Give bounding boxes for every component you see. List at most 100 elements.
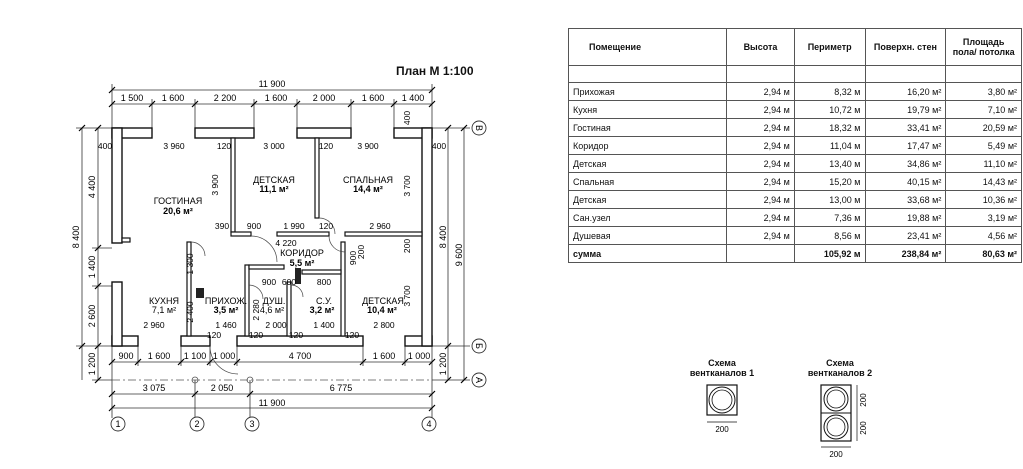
top-segment: 1 600 bbox=[162, 93, 185, 103]
vent-scheme-1-title: Схема вентканалов 1 bbox=[689, 358, 755, 378]
cell-wall-surface: 17,47 м² bbox=[864, 136, 947, 155]
cell-wall-surface: 23,41 м² bbox=[864, 226, 947, 245]
cell-wall-surface: 19,79 м² bbox=[864, 100, 947, 119]
top-segment-labels: 1 500 1 600 2 200 1 600 2 000 1 600 1 40… bbox=[121, 93, 425, 103]
axis-letter: А bbox=[474, 377, 484, 383]
cell-sum-perimeter: 105,92 м bbox=[793, 244, 866, 263]
col-header-room: Помещение bbox=[567, 28, 728, 66]
cell-wall-surface: 33,41 м² bbox=[864, 118, 947, 137]
right-segment: 1 200 bbox=[438, 353, 448, 376]
inner-dimension-labels: 400 3 960 120 3 000 120 3 900 400 400 3 … bbox=[98, 111, 446, 340]
room-name: КУХНЯ bbox=[149, 296, 179, 306]
cell-sum-wall-surface: 238,84 м² bbox=[864, 244, 947, 263]
cell-room: Прихожая bbox=[567, 82, 728, 101]
right-overall: 9 600 bbox=[454, 244, 464, 267]
cell-sum-height bbox=[726, 244, 795, 263]
cell-wall-surface: 16,20 м² bbox=[864, 82, 947, 101]
top-dimensions bbox=[111, 84, 433, 128]
room-area: 3,5 м² bbox=[214, 305, 239, 315]
vent-channel-circle bbox=[826, 417, 846, 437]
inner-dim: 3 960 bbox=[163, 141, 185, 151]
bottom-segment: 1 100 bbox=[184, 351, 207, 361]
cell-sum-floor-area: 80,63 м² bbox=[945, 244, 1022, 263]
vent-scheme-2-dim-h1: 200 bbox=[859, 393, 868, 407]
cell-wall-surface: 19,88 м² bbox=[864, 208, 947, 227]
vent-scheme-2 bbox=[820, 384, 858, 448]
axis-segment: 2 050 bbox=[211, 383, 234, 393]
room-name: ГОСТИНАЯ bbox=[154, 196, 203, 206]
room-area: 20,6 м² bbox=[163, 206, 193, 216]
inner-dim: 2 280 bbox=[251, 299, 261, 321]
axis-number: 3 bbox=[249, 419, 254, 429]
axis-bubble bbox=[110, 416, 126, 432]
room-name: ДЕТСКАЯ bbox=[253, 175, 295, 185]
inner-dim: 1 460 bbox=[215, 320, 237, 330]
col-header-perimeter: Периметр bbox=[793, 28, 866, 66]
inner-dim: 3 900 bbox=[357, 141, 379, 151]
overall-width-top: 11 900 bbox=[259, 79, 286, 89]
inner-dim: 3 000 bbox=[263, 141, 285, 151]
top-segment: 1 500 bbox=[121, 93, 144, 103]
cell-floor-area: 10,36 м² bbox=[945, 190, 1022, 209]
cell-perimeter: 8,56 м bbox=[793, 226, 866, 245]
cell-floor-area: 14,43 м² bbox=[945, 172, 1022, 191]
inner-dim: 120 bbox=[249, 330, 263, 340]
top-segment: 1 600 bbox=[362, 93, 385, 103]
inner-dim: 400 bbox=[402, 111, 412, 125]
room-area: 3,2 м² bbox=[310, 305, 335, 315]
cell-floor-area: 3,19 м² bbox=[945, 208, 1022, 227]
vent-scheme-2-dim-h2: 200 bbox=[859, 421, 868, 435]
cell-wall-surface: 34,86 м² bbox=[864, 154, 947, 173]
right-dimensions bbox=[432, 127, 470, 381]
room-area: 14,4 м² bbox=[353, 184, 383, 194]
bottom-segment-labels: 900 1 600 1 100 1 000 4 700 1 600 1 000 … bbox=[118, 351, 430, 408]
cell-height: 2,94 м bbox=[726, 136, 795, 155]
room-name: КОРИДОР bbox=[280, 248, 324, 258]
interior-walls bbox=[121, 137, 423, 337]
axis-letter: В bbox=[474, 125, 484, 131]
bottom-dimension-ticks bbox=[108, 358, 436, 412]
axis-number: 2 bbox=[194, 419, 199, 429]
col-header-wall-surface: Поверхн. стен bbox=[864, 28, 947, 66]
cell-floor-area: 20,59 м² bbox=[945, 118, 1022, 137]
vent-channel-box bbox=[706, 384, 738, 416]
cell-perimeter: 13,00 м bbox=[793, 190, 866, 209]
inner-dim: 120 bbox=[289, 330, 303, 340]
cell-wall-surface: 33,68 м² bbox=[864, 190, 947, 209]
vent-channel-circle bbox=[708, 386, 736, 414]
left-dimension-ticks bbox=[78, 124, 102, 384]
cell-floor-area: 3,80 м² bbox=[945, 82, 1022, 101]
cell-floor-area: 7,10 м² bbox=[945, 100, 1022, 119]
axis-bubble bbox=[244, 416, 260, 432]
axis-segment: 6 775 bbox=[330, 383, 353, 393]
left-dimensions bbox=[76, 127, 112, 381]
vent-blocks bbox=[196, 268, 301, 298]
vent-channel-circle bbox=[823, 386, 849, 412]
vent-scheme-1-dim: 200 bbox=[715, 425, 729, 434]
col-header-floor-area: Площадь пола/ потолка bbox=[945, 28, 1022, 66]
axis-bubble bbox=[189, 416, 205, 432]
axis-bubble bbox=[471, 372, 487, 388]
left-segment: 1 200 bbox=[87, 353, 97, 376]
cell-height: 2,94 м bbox=[726, 172, 795, 191]
vent-channel-circle bbox=[711, 389, 733, 411]
vent-scheme-2-title: Схема вентканалов 2 bbox=[807, 358, 873, 378]
cell-perimeter: 15,20 м bbox=[793, 172, 866, 191]
bottom-segment: 1 000 bbox=[408, 351, 431, 361]
inner-dim: 400 bbox=[98, 141, 112, 151]
exterior-walls bbox=[111, 127, 433, 347]
inner-dim: 120 bbox=[319, 221, 333, 231]
right-inner: 8 400 bbox=[438, 226, 448, 249]
pillar-marker bbox=[191, 376, 199, 384]
room-area: 10,4 м² bbox=[367, 305, 397, 315]
inner-dim: 2 960 bbox=[369, 221, 391, 231]
cell-height: 2,94 м bbox=[726, 82, 795, 101]
plan-title: План М 1:100 bbox=[396, 64, 474, 78]
cell-room: Кухня bbox=[567, 100, 728, 119]
cell-height: 2,94 м bbox=[726, 100, 795, 119]
